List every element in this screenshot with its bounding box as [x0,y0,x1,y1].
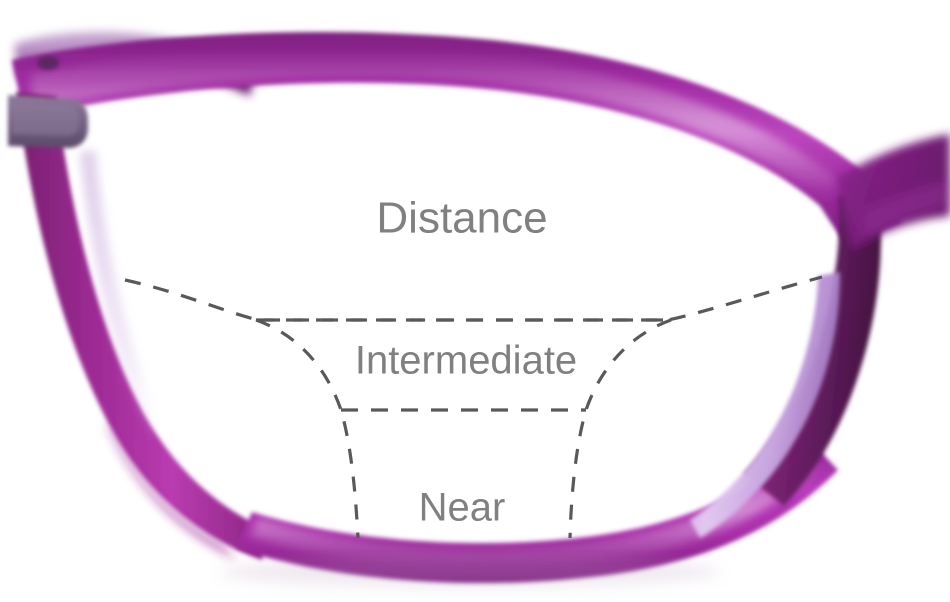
frame-drop-shadow [220,556,720,588]
frame-right-rim [744,188,881,506]
bottom-rim-highlight [250,452,818,570]
left-corridor-edge-dash [255,318,360,539]
left-rim-tail [108,420,236,560]
frame-top-rim [12,32,902,247]
lens-inner-edge-left [80,150,166,434]
zone-label-intermediate: Intermediate [355,339,577,383]
zone-label-distance: Distance [376,194,547,243]
lens-inner-edge-right [690,272,840,538]
top-rim-highlight [30,48,846,200]
right-corridor-edge-dash [568,318,672,539]
zone-label-near: Near [419,486,506,530]
frame-hinge [8,56,88,148]
frame-right-brow [836,134,950,250]
